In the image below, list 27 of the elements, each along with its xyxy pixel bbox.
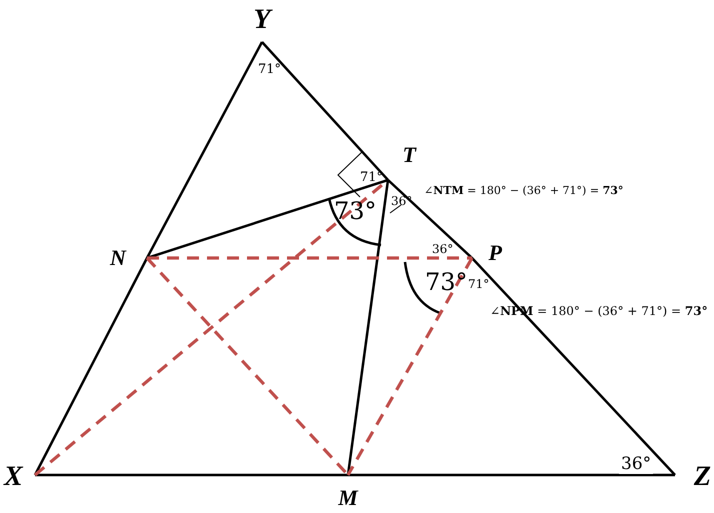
line-segment — [146, 41, 264, 259]
angle-label: 36° — [432, 243, 454, 255]
angle-label: 36° — [619, 455, 654, 474]
line-segment — [348, 474, 675, 476]
angle-label: 71° — [258, 63, 282, 76]
line-segment — [146, 178, 388, 260]
equation: ∠NTM = 180° − (36° + 71°) = 73° — [424, 185, 624, 196]
dashed-line — [34, 178, 390, 476]
line-segment — [34, 257, 148, 476]
dashed-line — [146, 256, 350, 476]
angle-label: 73° — [334, 199, 377, 223]
point-label: Y — [248, 6, 276, 42]
dashed-line — [147, 256, 472, 260]
line-segment — [35, 474, 348, 476]
angle-label: 71° — [468, 278, 490, 290]
point-label: X — [4, 461, 35, 493]
point-label: P — [472, 242, 502, 266]
line-segment — [346, 180, 390, 476]
point-label: N — [110, 243, 147, 273]
point-label: M — [334, 475, 362, 509]
line-segment — [471, 257, 676, 476]
dashed-line — [346, 257, 474, 476]
line-segment — [387, 179, 473, 259]
point-label: Z — [675, 461, 711, 493]
line-segment — [261, 41, 389, 181]
point-label: T — [388, 144, 416, 180]
angle-label: 73° — [425, 270, 468, 294]
